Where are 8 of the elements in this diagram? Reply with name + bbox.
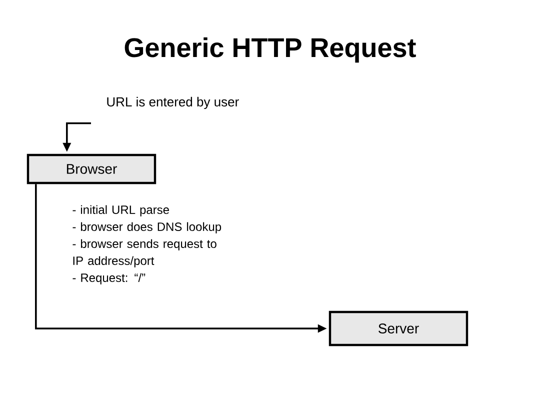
note-text: - browser sends request to IP address/port <box>72 239 216 268</box>
process-box: Browser <box>26 154 156 184</box>
note-text: URL is entered by user <box>107 96 239 110</box>
note-text: - browser does DNS lookup <box>72 222 222 234</box>
title: Generic HTTP Request <box>124 37 416 63</box>
process-box: Server <box>328 310 468 346</box>
note-text: - Request: “/” <box>72 273 146 284</box>
note-text: - initial URL parse <box>72 205 169 216</box>
